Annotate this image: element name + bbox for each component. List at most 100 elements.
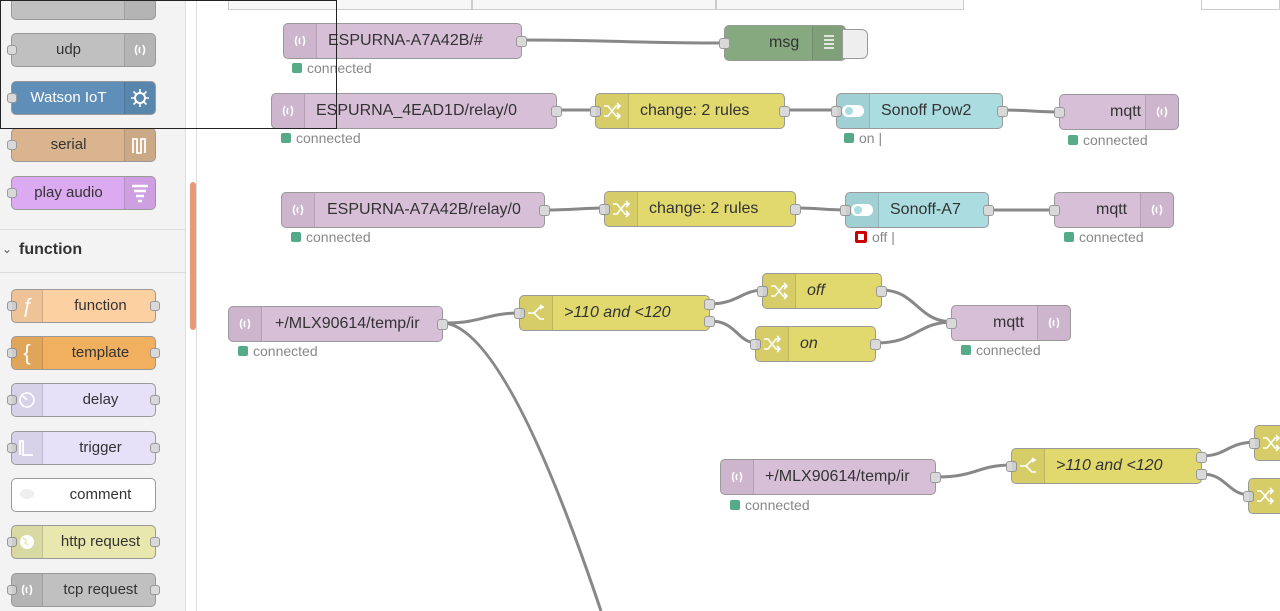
palette-node-trigger[interactable]: trigger [7, 431, 160, 465]
palette-node-udp[interactable]: udp [7, 33, 156, 67]
palette-category-function[interactable]: ⌄ function [0, 229, 185, 273]
input-port[interactable] [7, 45, 17, 55]
palette-scrollbar[interactable] [190, 182, 196, 330]
output-port[interactable] [779, 106, 790, 117]
output-port[interactable] [551, 106, 562, 117]
palette-node-serial[interactable]: serial [7, 128, 156, 162]
input-port[interactable] [514, 308, 525, 319]
shuffle-icon [605, 192, 638, 226]
switch-node[interactable]: >110 and <120 [1006, 448, 1207, 484]
output-port[interactable] [150, 585, 160, 595]
change-node-partial[interactable] [1249, 425, 1280, 461]
input-port[interactable] [7, 537, 17, 547]
output-port[interactable] [870, 339, 881, 350]
palette-node-tcp-request[interactable]: tcp request [7, 573, 160, 607]
output-port[interactable] [983, 205, 994, 216]
output-port[interactable] [150, 301, 160, 311]
status-text: on | [859, 130, 883, 146]
shuffle-icon [596, 94, 629, 128]
input-port[interactable] [7, 395, 17, 405]
palette-node-http-request[interactable]: http request [7, 525, 160, 559]
output-port[interactable] [1196, 452, 1207, 463]
input-port[interactable] [1006, 461, 1017, 472]
input-port[interactable] [7, 140, 17, 150]
input-port[interactable] [1249, 438, 1260, 449]
input-port[interactable] [840, 205, 851, 216]
input-port[interactable] [7, 585, 17, 595]
output-port[interactable] [150, 443, 160, 453]
output-port[interactable] [516, 36, 527, 47]
output-port[interactable] [150, 537, 160, 547]
input-port[interactable] [757, 286, 768, 297]
output-port[interactable] [704, 316, 715, 327]
palette-node-comment[interactable]: comment [11, 478, 156, 512]
output-port[interactable] [876, 286, 887, 297]
output-port[interactable] [704, 299, 715, 310]
status-dot-icon [291, 232, 301, 242]
mqtt-out-node[interactable]: mqtt [1049, 192, 1174, 228]
change-node[interactable]: change: 2 rules [590, 93, 790, 129]
ui-switch-node[interactable]: Sonoff Pow2 [831, 93, 1008, 129]
palette-node-label: function [74, 297, 127, 314]
change-node-partial[interactable] [1243, 478, 1280, 514]
change-node[interactable]: change: 2 rules [599, 191, 801, 227]
output-port[interactable] [437, 319, 448, 330]
mqtt-out-node[interactable]: mqtt [946, 305, 1071, 341]
flow-workspace[interactable]: ESPURNA-A7A42B/# connected msg ESPURNA_4… [197, 0, 1280, 611]
input-port[interactable] [750, 339, 761, 350]
node-label: ESPURNA-A7A42B/relay/0 [327, 201, 521, 218]
output-port[interactable] [1196, 469, 1207, 480]
toggle-icon [846, 193, 879, 227]
mqtt-in-node[interactable]: ESPURNA_4EAD1D/relay/0 [271, 93, 562, 129]
input-port[interactable] [1243, 491, 1254, 502]
mqtt-in-node[interactable]: ESPURNA-A7A42B/# [283, 23, 527, 59]
mqtt-in-node[interactable]: ESPURNA-A7A42B/relay/0 [281, 192, 550, 228]
ui-switch-node[interactable]: Sonoff-A7 [840, 192, 994, 228]
shuffle-icon [1249, 479, 1280, 513]
input-port[interactable] [7, 301, 17, 311]
workspace-tab[interactable] [228, 0, 472, 10]
workspace-tab[interactable] [472, 0, 716, 10]
input-port[interactable] [1054, 107, 1065, 118]
node-label: +/MLX90614/temp/ir [275, 315, 420, 332]
workspace-tab[interactable] [716, 0, 964, 10]
change-node[interactable]: off [757, 273, 887, 309]
mqtt-out-node[interactable]: mqtt [1054, 94, 1179, 130]
palette-node-partial[interactable] [11, 0, 156, 20]
input-port[interactable] [1049, 205, 1060, 216]
palette-node-delay[interactable]: delay [7, 383, 160, 417]
output-port[interactable] [790, 204, 801, 215]
input-port[interactable] [7, 93, 17, 103]
node-label: +/MLX90614/temp/ir [765, 468, 910, 485]
debug-node[interactable]: msg [719, 25, 846, 61]
mqtt-in-node[interactable]: +/MLX90614/temp/ir [720, 459, 941, 495]
status-text: connected [296, 130, 361, 146]
input-port[interactable] [946, 318, 957, 329]
input-port[interactable] [719, 38, 730, 49]
input-port[interactable] [590, 106, 601, 117]
output-port[interactable] [539, 205, 550, 216]
palette-node-play-audio[interactable]: play audio [7, 176, 156, 210]
switch-node[interactable]: >110 and <120 [514, 295, 715, 331]
f-icon: ƒ [12, 290, 43, 322]
debug-toggle-button[interactable] [842, 29, 868, 59]
input-port[interactable] [599, 204, 610, 215]
brace-icon: { [12, 337, 43, 369]
input-port[interactable] [831, 106, 842, 117]
output-port[interactable] [150, 348, 160, 358]
globe-icon [12, 526, 43, 558]
change-node[interactable]: on [750, 326, 881, 362]
node-label: change: 2 rules [640, 102, 750, 119]
output-port[interactable] [150, 395, 160, 405]
node-label: on [800, 335, 818, 352]
input-port[interactable] [7, 443, 17, 453]
input-port[interactable] [7, 348, 17, 358]
palette-node-template[interactable]: { template [7, 336, 160, 370]
palette-node-watson-iot[interactable]: Watson IoT [7, 81, 156, 115]
output-port[interactable] [930, 472, 941, 483]
mqtt-in-node[interactable]: +/MLX90614/temp/ir [228, 306, 448, 342]
input-port[interactable] [7, 188, 17, 198]
output-port[interactable] [997, 106, 1008, 117]
node-status: connected [961, 342, 1041, 358]
palette-node-function[interactable]: ƒ function [7, 289, 160, 323]
